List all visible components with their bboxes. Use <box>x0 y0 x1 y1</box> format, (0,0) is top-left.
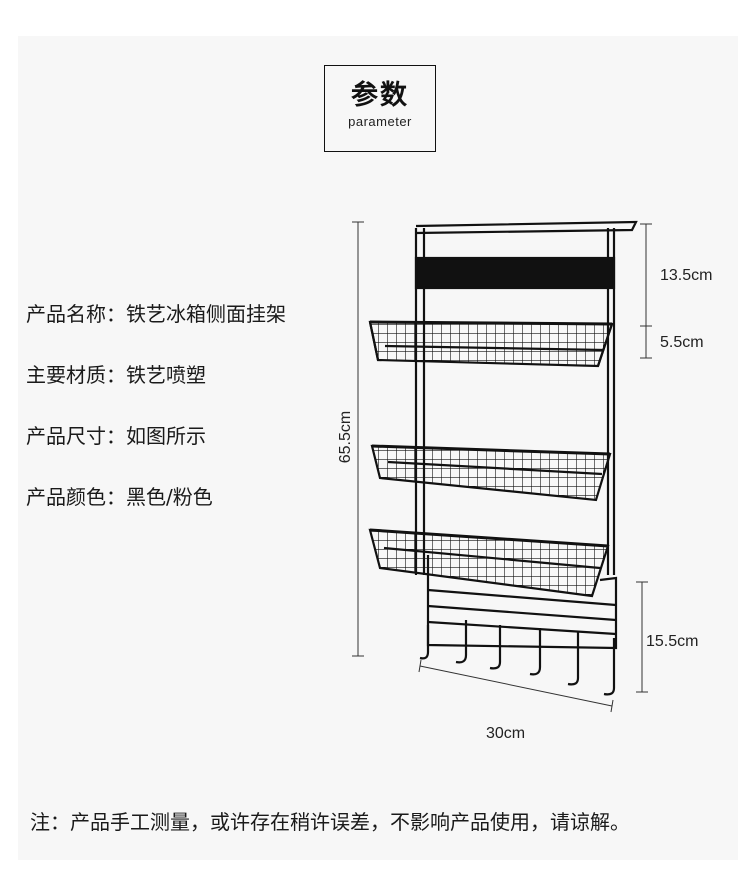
spec-row-size: 产品尺寸：如图所示 <box>26 423 206 449</box>
basket-bottom <box>368 528 610 598</box>
spec-label: 主要材质： <box>26 363 126 387</box>
page-subtitle: parameter <box>348 114 412 129</box>
page-title: 参数 <box>351 80 409 111</box>
measurement-note: 注：产品手工测量，或许存在稍许误差，不影响产品使用，请谅解。 <box>30 810 630 834</box>
parameter-title-box: 参数 parameter <box>324 65 436 152</box>
spec-value: 铁艺冰箱侧面挂架 <box>126 302 286 326</box>
spec-row-name: 产品名称：铁艺冰箱侧面挂架 <box>26 301 286 327</box>
basket-middle <box>370 444 612 502</box>
spec-row-color: 产品颜色：黑色/粉色 <box>26 484 213 510</box>
spec-value: 铁艺喷塑 <box>126 363 206 387</box>
dim-hook-section: 15.5cm <box>646 633 699 650</box>
spec-label: 产品尺寸： <box>26 424 126 448</box>
dim-basket-depth: 5.5cm <box>660 334 704 351</box>
spec-value: 如图所示 <box>126 424 206 448</box>
spec-label: 产品颜色： <box>26 485 126 509</box>
spec-value: 黑色/粉色 <box>126 485 213 509</box>
dim-width: 30cm <box>486 725 526 742</box>
dim-total-height: 65.5cm <box>337 410 355 464</box>
dim-top-gap: 13.5cm <box>660 267 713 284</box>
basket-top <box>368 320 614 368</box>
spec-label: 产品名称： <box>26 302 126 326</box>
spec-row-material: 主要材质：铁艺喷塑 <box>26 362 206 388</box>
